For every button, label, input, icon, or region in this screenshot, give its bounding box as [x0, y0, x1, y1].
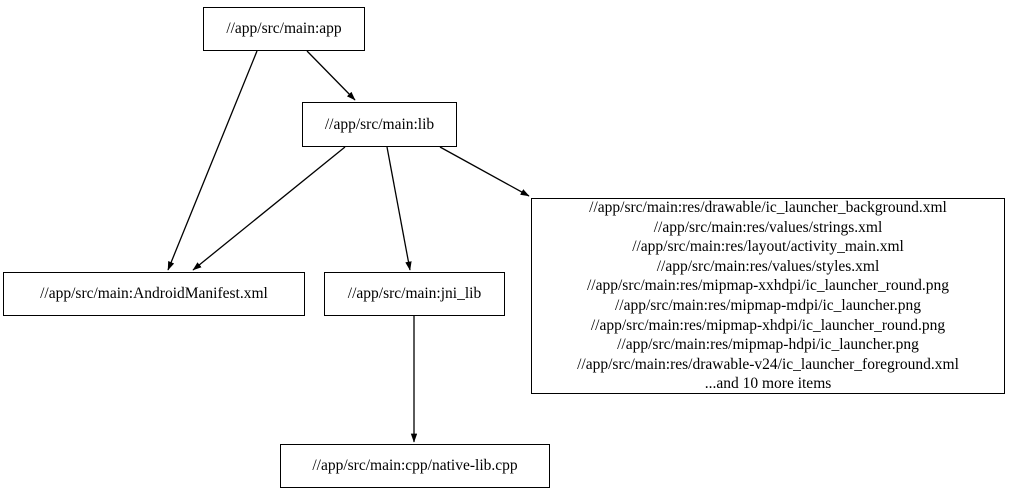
graph-edge-app-to-lib	[306, 50, 356, 101]
graph-node-label: //app/src/main:AndroidManifest.xml	[40, 285, 268, 303]
graph-node-app[interactable]: //app/src/main:app	[203, 7, 365, 51]
graph-node-jni_lib[interactable]: //app/src/main:jni_lib	[324, 272, 505, 316]
graph-node-label-line: //app/src/main:res/mipmap-xhdpi/ic_launc…	[590, 316, 946, 334]
graph-node-label-line: //app/src/main:res/mipmap-xxhdpi/ic_laun…	[586, 277, 949, 295]
graph-node-label-line: //app/src/main:res/drawable-v24/ic_launc…	[577, 355, 959, 373]
graph-edge-lib-to-res	[439, 146, 530, 197]
graph-node-native_lib[interactable]: //app/src/main:cpp/native-lib.cpp	[280, 444, 550, 488]
graph-node-lib[interactable]: //app/src/main:lib	[302, 102, 457, 147]
graph-edge-lib-to-jni_lib	[386, 146, 412, 271]
graph-node-label-line: //app/src/main:res/values/strings.xml	[653, 218, 883, 236]
graph-edge-app-to-manifest	[167, 50, 258, 271]
graph-edge-lib-to-manifest	[192, 146, 346, 271]
graph-node-label: //app/src/main:lib	[324, 115, 435, 133]
graph-node-res[interactable]: //app/src/main:res/drawable/ic_launcher_…	[531, 198, 1005, 394]
graph-node-label-line: //app/src/main:res/mipmap-mdpi/ic_launch…	[614, 297, 922, 314]
graph-node-label-line: //app/src/main:res/layout/activity_main.…	[632, 238, 904, 256]
graph-node-label-line: ...and 10 more items	[704, 375, 832, 393]
graph-node-label-line: //app/src/main:res/drawable/ic_launcher_…	[589, 199, 947, 217]
graph-node-label-line: //app/src/main:res/values/styles.xml	[656, 257, 880, 275]
graph-node-label-line: //app/src/main:res/mipmap-hdpi/ic_launch…	[617, 336, 919, 354]
graph-node-label: //app/src/main:app	[226, 20, 342, 38]
graph-node-label: //app/src/main:cpp/native-lib.cpp	[312, 457, 518, 475]
graph-node-label: //app/src/main:jni_lib	[347, 285, 482, 303]
graph-node-manifest[interactable]: //app/src/main:AndroidManifest.xml	[3, 272, 305, 316]
graph-node-label-list: //app/src/main:res/drawable/ic_launcher_…	[575, 198, 961, 394]
